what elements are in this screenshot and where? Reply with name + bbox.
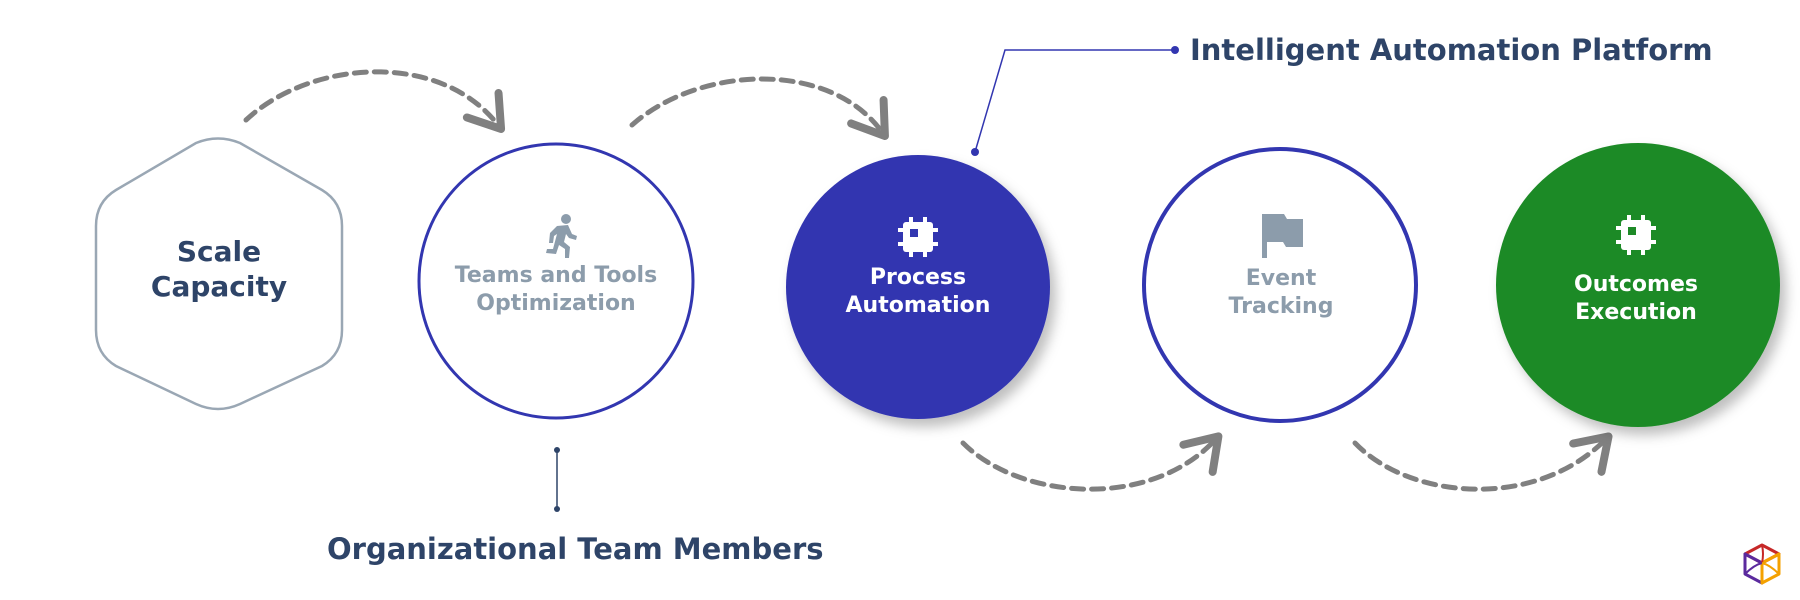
team-members-callout-dot-bottom bbox=[554, 506, 560, 512]
node-label-line: Tracking bbox=[1228, 293, 1334, 319]
node-process-automation-label: Process Automation bbox=[818, 264, 1018, 319]
connector-arrow-3 bbox=[960, 432, 1223, 492]
node-outcomes-execution-label: Outcomes Execution bbox=[1536, 271, 1736, 326]
node-label-line: Scale bbox=[176, 235, 262, 268]
platform-callout-dot-start bbox=[971, 148, 979, 156]
platform-callout-dot-end bbox=[1171, 46, 1179, 54]
node-scale-capacity-shape bbox=[94, 137, 344, 411]
node-label-line: Automation bbox=[845, 292, 991, 318]
chip-icon bbox=[898, 217, 938, 257]
node-label-line: Teams and Tools bbox=[454, 263, 658, 288]
chip-icon bbox=[1616, 215, 1656, 255]
node-label-line: Process bbox=[869, 265, 967, 290]
node-event-tracking-shape bbox=[1142, 147, 1418, 423]
node-label-line: Capacity bbox=[150, 270, 288, 303]
node-teams-tools-shape bbox=[417, 142, 695, 420]
node-teams-tools-label: Teams and Tools Optimization bbox=[436, 262, 676, 317]
platform-callout-label: Intelligent Automation Platform bbox=[1190, 33, 1713, 67]
node-outcomes-execution-shape bbox=[1496, 143, 1780, 427]
node-label-line: Execution bbox=[1575, 299, 1697, 325]
node-label-line: Outcomes bbox=[1574, 272, 1698, 297]
cube-logo-icon bbox=[1743, 543, 1781, 585]
running-person-icon bbox=[546, 214, 577, 258]
flag-icon bbox=[1262, 214, 1303, 258]
node-label-line: Optimization bbox=[476, 290, 636, 316]
connector-arrow-1 bbox=[243, 69, 506, 133]
connector-arrow-2 bbox=[629, 76, 889, 141]
node-scale-capacity-label: Scale Capacity bbox=[119, 234, 319, 304]
connector-arrow-4 bbox=[1352, 432, 1613, 492]
node-process-automation-shape bbox=[786, 155, 1050, 419]
team-members-callout-dot-top bbox=[554, 447, 560, 453]
team-members-callout-label: Organizational Team Members bbox=[327, 532, 824, 566]
node-label-line: Event bbox=[1245, 266, 1317, 291]
node-event-tracking-label: Event Tracking bbox=[1181, 265, 1381, 320]
platform-callout-line bbox=[974, 49, 1174, 153]
